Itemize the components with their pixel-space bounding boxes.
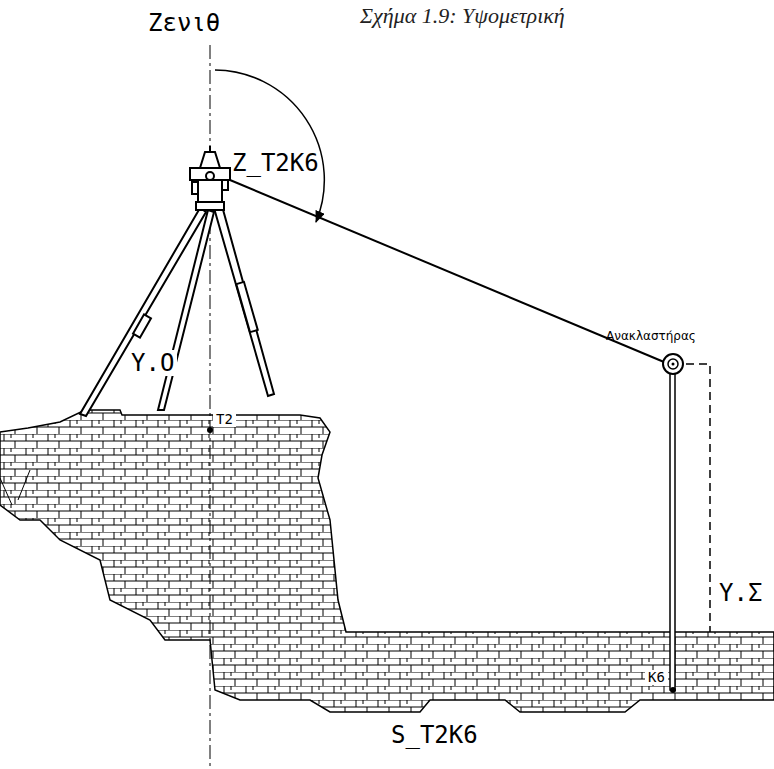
line-of-sight bbox=[230, 180, 664, 362]
reflector-pole bbox=[663, 354, 683, 690]
tripod bbox=[80, 202, 274, 416]
angle-label: Ζ_Τ2Κ6 bbox=[232, 150, 319, 176]
total-station bbox=[190, 146, 230, 202]
distance-label: S_Τ2Κ6 bbox=[388, 722, 481, 748]
zenith-angle-arc bbox=[215, 70, 324, 222]
terrain bbox=[0, 410, 774, 712]
reflector-label: Ανακλαστήρας bbox=[606, 330, 696, 343]
height-label: Υ.Ο bbox=[128, 350, 177, 376]
reflector-height-dim bbox=[686, 364, 710, 632]
height-label: Υ.Σ bbox=[716, 580, 765, 606]
target-point bbox=[670, 687, 676, 693]
figure-caption: Σχήμα 1.9: Υψομετρική bbox=[360, 4, 565, 28]
station-point bbox=[207, 427, 213, 433]
point-label: Κ6 bbox=[645, 670, 668, 685]
point-label: Τ2 bbox=[213, 412, 236, 427]
axis-label: Ζενιθ bbox=[148, 10, 220, 36]
terrain-crack bbox=[0, 470, 30, 505]
